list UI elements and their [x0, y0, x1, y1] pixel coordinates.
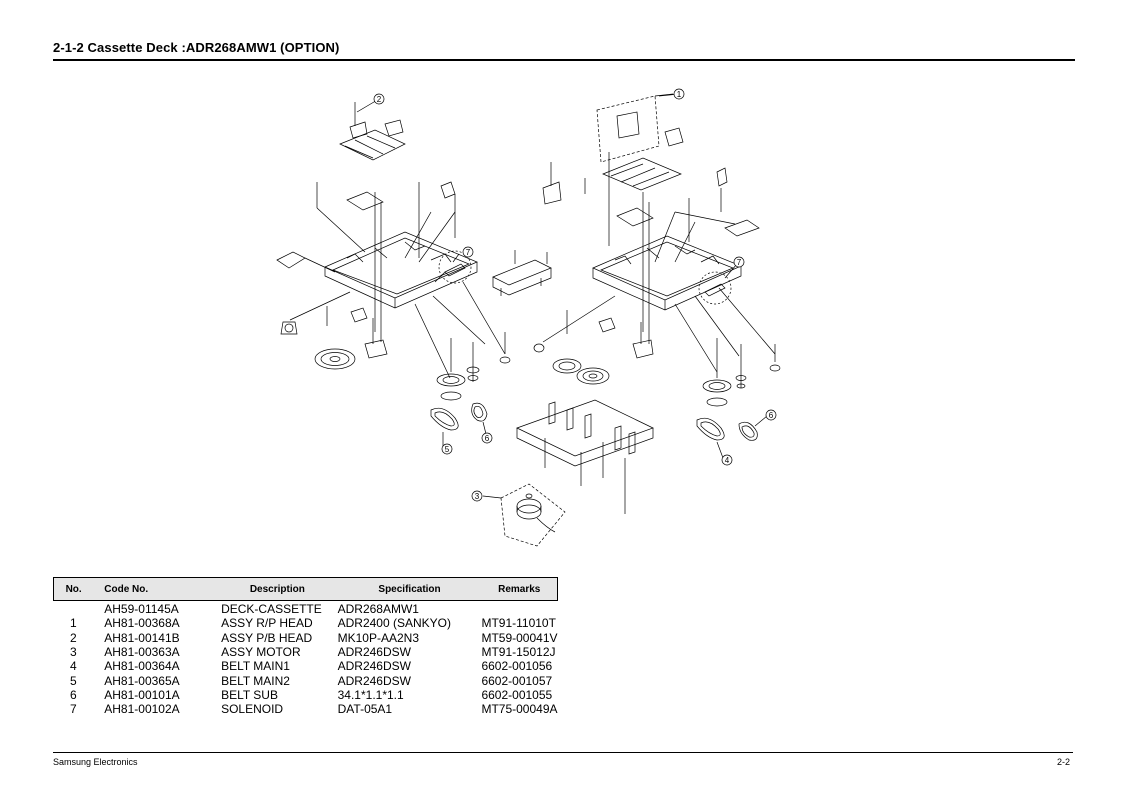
bottom-frame — [516, 399, 654, 514]
cell-no: 1 — [70, 616, 77, 631]
svg-text:3: 3 — [475, 492, 480, 501]
cell-specification: MK10P-AA2N3 — [337, 630, 419, 645]
cell-code: AH81-00363A — [104, 645, 180, 660]
cell-no: 2 — [70, 630, 77, 645]
svg-text:6: 6 — [485, 434, 490, 443]
svg-text:2: 2 — [377, 95, 382, 104]
cell-description: BELT MAIN2 — [221, 673, 290, 688]
footer-company: Samsung Electronics — [53, 757, 138, 767]
svg-text:7: 7 — [737, 258, 742, 267]
cell-no — [54, 601, 94, 617]
cell-no: 5 — [70, 673, 77, 688]
cell-code: AH81-00102A — [104, 702, 180, 717]
right-deck — [533, 93, 781, 441]
center-frame — [492, 250, 552, 296]
cell-code: AH81-00141B — [104, 630, 180, 645]
left-deck — [276, 102, 511, 431]
svg-text:1: 1 — [677, 90, 682, 99]
cell-description: ASSY R/P HEAD — [221, 616, 313, 631]
col-header-remarks: Remarks — [481, 577, 559, 601]
cell-remarks: MT75-00049A — [481, 702, 558, 717]
svg-text:6: 6 — [769, 411, 774, 420]
motor-assembly — [500, 483, 566, 547]
cell-specification: ADR246DSW — [337, 659, 411, 674]
cell-code: AH81-00365A — [104, 673, 180, 688]
cell-no: 6 — [70, 687, 77, 702]
callout-5: 5 — [441, 443, 453, 455]
cell-remarks: MT91-15012J — [481, 645, 556, 660]
table-row: 7 AH81-00102A SOLENOID DAT-05A1 MT75-000… — [54, 702, 558, 717]
table-row: 1 AH81-00368A ASSY R/P HEAD ADR2400 (SAN… — [54, 616, 558, 630]
cell-specification: ADR2400 (SANKYO) — [337, 616, 451, 631]
cell-code: AH81-00368A — [104, 616, 180, 631]
cell-specification: ADR246DSW — [337, 673, 411, 688]
cell-code: AH81-00364A — [104, 659, 180, 674]
exploded-view-svg: 1 2 3 4 5 6 6 — [276, 88, 781, 547]
svg-text:5: 5 — [445, 445, 450, 454]
title-divider — [53, 59, 1075, 61]
callout-7-right: 7 — [733, 256, 745, 268]
cell-remarks: MT91-11010T — [481, 616, 556, 631]
callout-markers: 1 2 3 4 5 6 6 — [373, 88, 777, 502]
cell-description: ASSY MOTOR — [221, 645, 301, 660]
table-row: 5 AH81-00365A BELT MAIN2 ADR246DSW 6602-… — [54, 673, 558, 688]
cell-no: 7 — [70, 702, 77, 717]
table-row: 4 AH81-00364A BELT MAIN1 ADR246DSW 6602-… — [54, 659, 558, 673]
callout-1: 1 — [673, 88, 685, 100]
table-row: 6 AH81-00101A BELT SUB 34.1*1.1*1.1 6602… — [54, 688, 558, 702]
table-row: 2 AH81-00141B ASSY P/B HEAD MK10P-AA2N3 … — [54, 630, 558, 645]
cell-no: 4 — [70, 659, 77, 674]
cell-description: BELT SUB — [221, 687, 278, 702]
col-header-description: Description — [210, 577, 334, 601]
cell-code: AH59-01145A — [104, 602, 179, 617]
parts-table: No. Code No. Description Specification R… — [53, 577, 559, 717]
exploded-view-diagram: 1 2 3 4 5 6 6 — [255, 82, 795, 562]
callout-6-left: 6 — [481, 432, 493, 444]
table-row: AH59-01145A DECK-CASSETTE ADR268AMW1 — [54, 601, 558, 617]
cell-specification: ADR246DSW — [337, 645, 411, 660]
table-row: 3 AH81-00363A ASSY MOTOR ADR246DSW MT91-… — [54, 645, 558, 659]
callout-6-right: 6 — [765, 409, 777, 421]
footer-divider — [53, 752, 1073, 753]
footer-page-number: 2-2 — [1056, 757, 1070, 767]
table-header-row: No. Code No. Description Specification R… — [53, 577, 559, 601]
cell-remarks: MT59-00041V — [481, 630, 558, 645]
callout-2: 2 — [373, 93, 385, 105]
cell-remarks — [481, 601, 557, 617]
cell-specification: 34.1*1.1*1.1 — [337, 687, 404, 702]
col-header-code: Code No. — [93, 577, 211, 601]
col-header-specification: Specification — [333, 577, 482, 601]
cell-remarks: 6602-001057 — [481, 673, 553, 688]
cell-specification: DAT-05A1 — [337, 702, 393, 717]
cell-remarks: 6602-001055 — [481, 687, 553, 702]
cell-no: 3 — [70, 645, 77, 660]
col-header-no: No. — [53, 577, 94, 601]
callout-4: 4 — [721, 454, 733, 466]
svg-text:4: 4 — [725, 456, 730, 465]
callout-3: 3 — [471, 490, 483, 502]
cell-specification: ADR268AMW1 — [337, 602, 419, 617]
callout-7-left: 7 — [462, 246, 474, 258]
cell-remarks: 6602-001056 — [481, 659, 553, 674]
cell-description: ASSY P/B HEAD — [221, 630, 313, 645]
cell-code: AH81-00101A — [104, 687, 180, 702]
cell-description: SOLENOID — [221, 702, 284, 717]
page-title: 2-1-2 Cassette Deck :ADR268AMW1 (OPTION) — [53, 40, 340, 55]
svg-text:7: 7 — [466, 248, 471, 257]
cell-description: DECK-CASSETTE — [221, 602, 322, 617]
cell-description: BELT MAIN1 — [221, 659, 290, 674]
